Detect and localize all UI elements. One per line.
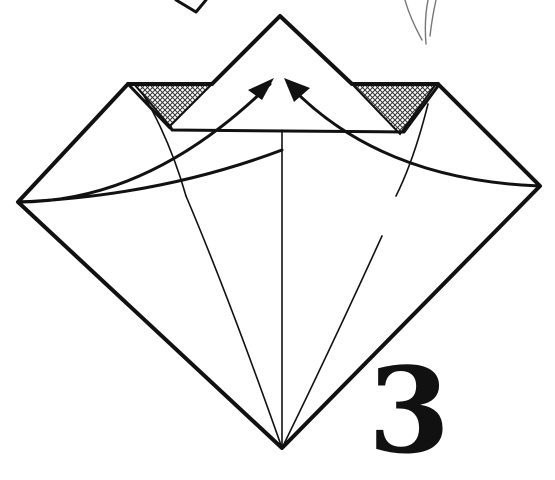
paper-outline <box>18 84 540 448</box>
arrowhead-right <box>284 78 310 102</box>
origami-step-diagram <box>0 0 555 456</box>
hatched-flap-right <box>352 84 436 134</box>
faint-sketch-mark <box>405 0 436 44</box>
previous-step-fragment <box>176 0 206 12</box>
step-number: 3 <box>368 352 450 470</box>
crease-left-inner <box>186 196 282 448</box>
arrowhead-left <box>248 78 274 100</box>
hatched-flap-left <box>134 84 212 126</box>
top-flap <box>128 16 438 84</box>
crease-right-inner <box>282 236 382 448</box>
